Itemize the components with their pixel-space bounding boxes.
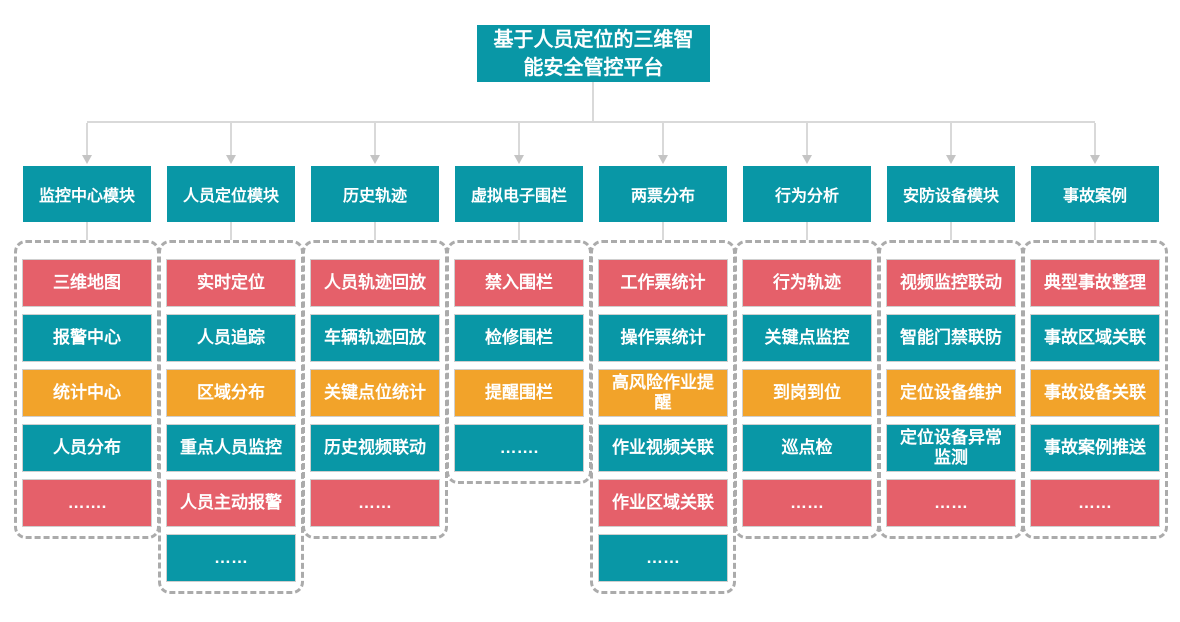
root-node: 基于人员定位的三维智 能安全管控平台 <box>477 25 710 82</box>
module-item: 定位设备异常 监测 <box>886 424 1016 472</box>
module-header: 虚拟电子围栏 <box>455 166 583 222</box>
module-item: 事故设备关联 <box>1030 369 1160 417</box>
module-item: 禁入围栏 <box>454 259 584 307</box>
module-item: ……. <box>454 424 584 472</box>
module-item: 人员主动报警 <box>166 479 296 527</box>
connector-drop <box>86 123 88 155</box>
module-item: …… <box>598 534 728 582</box>
module-item: 统计中心 <box>22 369 152 417</box>
module-header: 人员定位模块 <box>167 166 295 222</box>
module-item: 车辆轨迹回放 <box>310 314 440 362</box>
arrow-down-icon <box>226 155 236 164</box>
arrow-down-icon <box>802 155 812 164</box>
module-item: 历史视频联动 <box>310 424 440 472</box>
module-item: 操作票统计 <box>598 314 728 362</box>
module-header: 行为分析 <box>743 166 871 222</box>
module-item: …… <box>742 479 872 527</box>
module-item: 高风险作业提 醒 <box>598 369 728 417</box>
arrow-down-icon <box>82 155 92 164</box>
module-item: 作业区域关联 <box>598 479 728 527</box>
connector-root-stub <box>592 82 594 123</box>
module-item: 巡点检 <box>742 424 872 472</box>
connector-drop <box>806 123 808 155</box>
module-item: 行为轨迹 <box>742 259 872 307</box>
module-item: 三维地图 <box>22 259 152 307</box>
arrow-down-icon <box>370 155 380 164</box>
module-item: 视频监控联动 <box>886 259 1016 307</box>
connector-header-link <box>374 222 376 240</box>
connector-header-link <box>950 222 952 240</box>
module-item: 检修围栏 <box>454 314 584 362</box>
module-item: 关键点位统计 <box>310 369 440 417</box>
module-item: 到岗到位 <box>742 369 872 417</box>
connector-header-link <box>1094 222 1096 240</box>
module-item: …… <box>1030 479 1160 527</box>
module-item: 定位设备维护 <box>886 369 1016 417</box>
module-item-group: 行为轨迹关键点监控到岗到位巡点检 …… <box>734 240 880 539</box>
module-item: 事故案例推送 <box>1030 424 1160 472</box>
module-item-group: 视频监控联动智能门禁联防定位设备维护定位设备异常 监测 …… <box>878 240 1024 539</box>
arrow-down-icon <box>1090 155 1100 164</box>
module-item: 提醒围栏 <box>454 369 584 417</box>
module-header: 历史轨迹 <box>311 166 439 222</box>
connector-header-link <box>230 222 232 240</box>
module-header: 安防设备模块 <box>887 166 1015 222</box>
connector-horizontal <box>87 121 1095 123</box>
module-item: 关键点监控 <box>742 314 872 362</box>
connector-drop <box>662 123 664 155</box>
module-header: 监控中心模块 <box>23 166 151 222</box>
module-item-group: 三维地图报警中心统计中心人员分布 ……. <box>14 240 160 539</box>
connector-header-link <box>518 222 520 240</box>
module-item-group: 工作票统计操作票统计高风险作业提 醒作业视频关联作业区域关联 …… <box>590 240 736 594</box>
module-item-group: 禁入围栏检修围栏提醒围栏 ……. <box>446 240 592 484</box>
module-item-group: 典型事故整理事故区域关联事故设备关联事故案例推送 …… <box>1022 240 1168 539</box>
module-item: …… <box>886 479 1016 527</box>
module-item: ……. <box>22 479 152 527</box>
module-item: 人员分布 <box>22 424 152 472</box>
connector-drop <box>374 123 376 155</box>
module-item: 作业视频关联 <box>598 424 728 472</box>
connector-header-link <box>662 222 664 240</box>
connector-drop <box>1094 123 1096 155</box>
module-header: 两票分布 <box>599 166 727 222</box>
arrow-down-icon <box>658 155 668 164</box>
module-item: 实时定位 <box>166 259 296 307</box>
arrow-down-icon <box>514 155 524 164</box>
module-item: 人员轨迹回放 <box>310 259 440 307</box>
module-item: 典型事故整理 <box>1030 259 1160 307</box>
module-item: …… <box>310 479 440 527</box>
connector-drop <box>518 123 520 155</box>
module-item-group: 人员轨迹回放车辆轨迹回放关键点位统计历史视频联动 …… <box>302 240 448 539</box>
arrow-down-icon <box>946 155 956 164</box>
connector-drop <box>950 123 952 155</box>
module-header: 事故案例 <box>1031 166 1159 222</box>
module-item: 区域分布 <box>166 369 296 417</box>
module-item: 报警中心 <box>22 314 152 362</box>
module-item: 事故区域关联 <box>1030 314 1160 362</box>
connector-header-link <box>86 222 88 240</box>
connector-header-link <box>806 222 808 240</box>
connector-drop <box>230 123 232 155</box>
module-item: 智能门禁联防 <box>886 314 1016 362</box>
module-item: 人员追踪 <box>166 314 296 362</box>
module-item-group: 实时定位人员追踪区域分布重点人员监控人员主动报警 …… <box>158 240 304 594</box>
module-item: …… <box>166 534 296 582</box>
module-item: 重点人员监控 <box>166 424 296 472</box>
module-item: 工作票统计 <box>598 259 728 307</box>
